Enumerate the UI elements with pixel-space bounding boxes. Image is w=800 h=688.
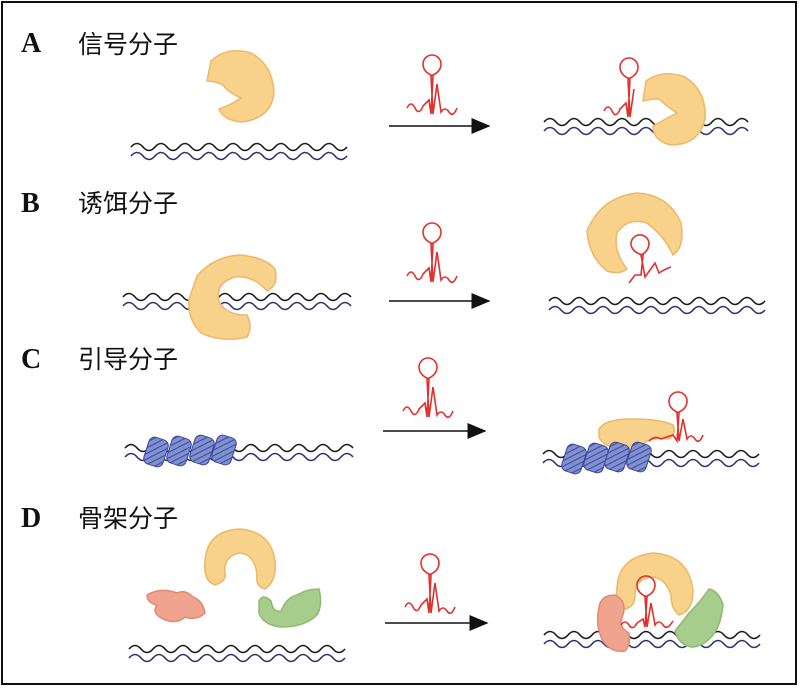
panel-c-letter: C (21, 344, 42, 375)
rna-hairpin-b-mid (406, 222, 458, 284)
rna-hairpin-a-right (603, 57, 639, 118)
dna-strand-d-left (128, 644, 346, 663)
panel-c: C 引导分子 (3, 338, 800, 498)
dna-strand-b-right (548, 296, 766, 315)
nucleosomes-c-right (561, 441, 652, 475)
rna-hairpin-c-mid (402, 357, 454, 419)
signal-protein-a-bound (642, 73, 706, 146)
rna-hairpin-d-mid (404, 553, 456, 615)
panel-a-letter: A (21, 28, 42, 59)
salmon-protein-d (146, 589, 206, 623)
diagram-art (122, 50, 766, 663)
dna-strand-a-right (543, 117, 749, 136)
panel-d-letter: D (21, 503, 42, 534)
panel-d: D 骨架分子 (3, 498, 800, 688)
panel-b-letter: B (21, 188, 40, 219)
rna-hairpin-b-bound (628, 234, 672, 284)
decoy-protein-b-bound (586, 192, 683, 274)
panel-a-title: 信号分子 (78, 30, 179, 59)
green-protein-d-bound (674, 588, 724, 648)
rna-hairpin-c-right (648, 391, 704, 444)
salmon-protein-d-bound (596, 594, 631, 653)
dna-strand-b-left (122, 292, 352, 311)
panel-d-title: 骨架分子 (78, 504, 179, 533)
rna-hairpin-a-mid (406, 54, 458, 116)
dna-strand-a-left (130, 142, 348, 161)
green-protein-d (258, 588, 322, 628)
scaffold-protein-d-bound (615, 552, 694, 616)
panel-a: A 信号分子 (3, 3, 800, 173)
scaffold-protein-d (203, 528, 277, 590)
dna-strand-d-right (543, 630, 761, 649)
rna-hairpin-d-bound (620, 575, 674, 629)
panel-c-title: 引导分子 (78, 345, 179, 374)
panel-b: B 诱饵分子 (3, 173, 800, 338)
panel-b-title: 诱饵分子 (78, 189, 179, 218)
signal-protein-a (206, 50, 275, 123)
decoy-protein-b (188, 254, 277, 340)
nucleosomes-c-left (143, 434, 237, 468)
